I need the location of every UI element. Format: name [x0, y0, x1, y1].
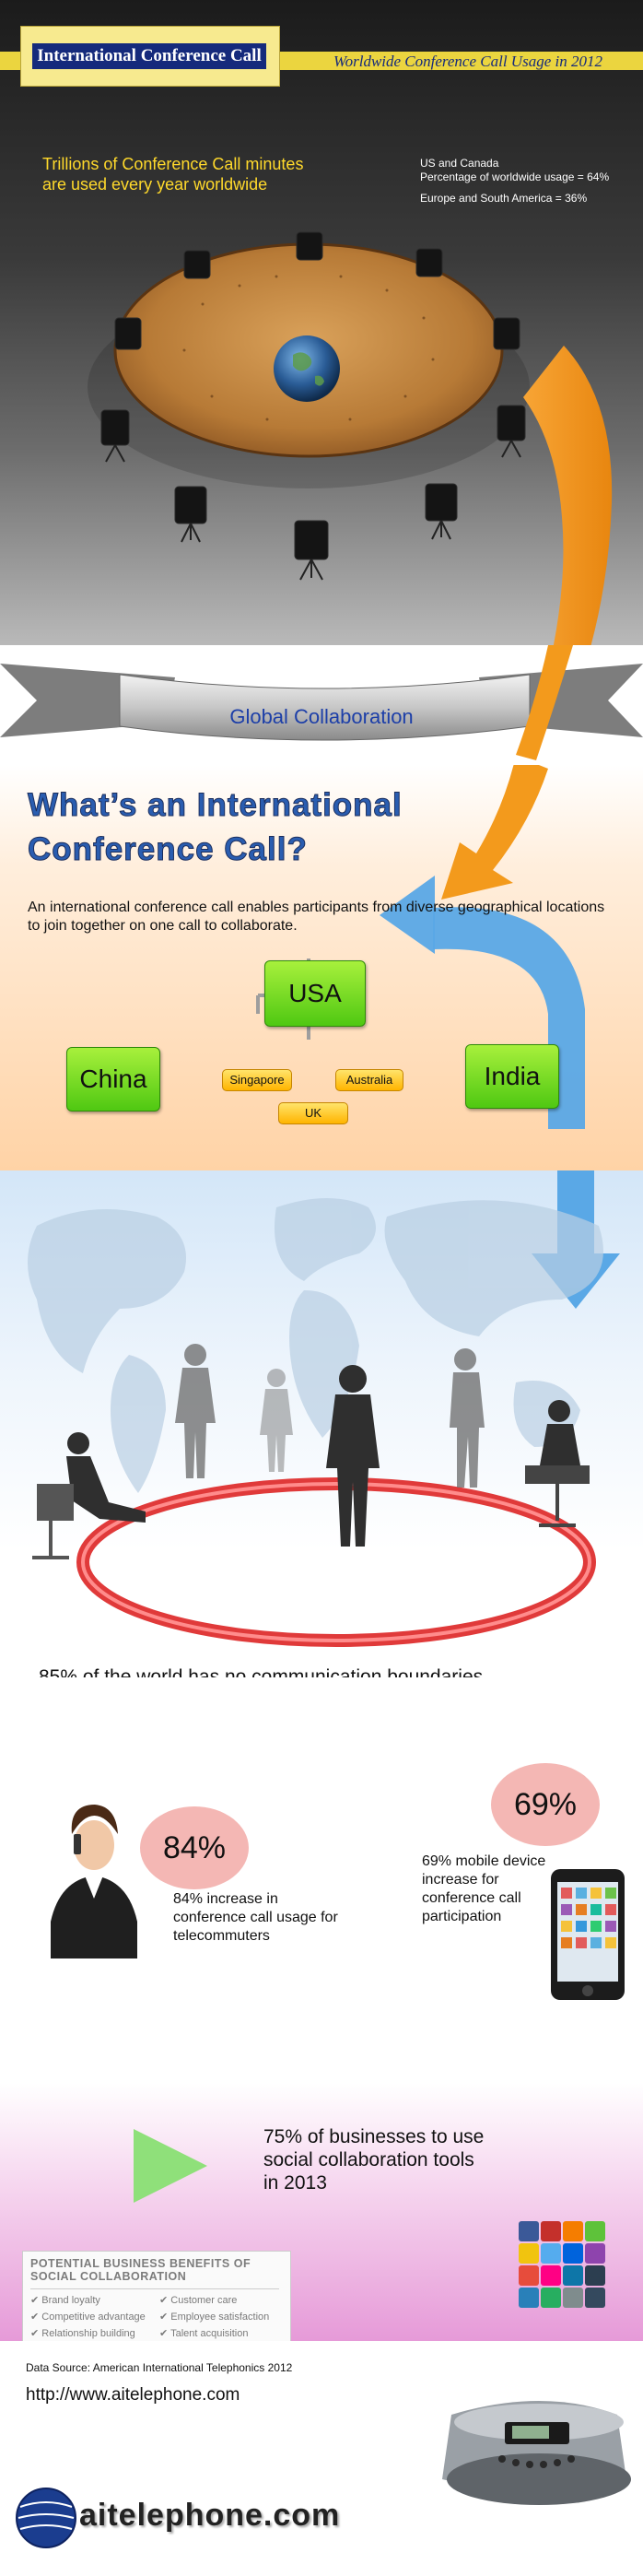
benefit-item: ✔ Customer care — [159, 2295, 238, 2306]
country-india: India — [465, 1044, 559, 1109]
what-heading-line-2: Conference Call? — [28, 831, 308, 868]
country-singapore: Singapore — [222, 1069, 292, 1091]
world-caption: 85% of the world has no communication bo… — [39, 1666, 484, 1677]
chair — [425, 483, 458, 522]
trillions-text: Trillions of Conference Call minutes are… — [42, 155, 304, 194]
chair — [296, 231, 323, 261]
usage-stats: US and Canada Percentage of worldwide us… — [420, 157, 641, 206]
logo-text: aitelephone.com — [79, 2498, 341, 2533]
website-link[interactable]: http://www.aitelephone.com — [26, 2385, 240, 2405]
chair — [497, 405, 526, 441]
orange-arrow-icon — [523, 346, 613, 645]
benefit-item: ✔ Talent acquisition — [159, 2328, 249, 2339]
world-section: 85% of the world has no communication bo… — [0, 1170, 643, 1677]
social-text: 75% of businesses to use social collabor… — [263, 2126, 485, 2194]
what-heading-line-1: What’s an International — [28, 787, 403, 824]
chair — [100, 409, 130, 446]
country-uk: UK — [278, 1102, 348, 1124]
conference-table-illustration — [88, 231, 613, 645]
businesswoman-photo — [51, 1805, 137, 1958]
what-description: An international conference call enables… — [28, 900, 605, 934]
orange-arrowhead-icon — [441, 765, 548, 900]
footer-section: Data Source: American International Tele… — [0, 2341, 643, 2576]
mobile-percent-bubble: 69% — [491, 1763, 600, 1846]
chair — [294, 520, 329, 560]
benefits-title: POTENTIAL BUSINESS BENEFITS OF SOCIAL CO… — [30, 2257, 251, 2283]
benefit-item: ✔ Brand loyalty — [30, 2295, 100, 2306]
country-australia: Australia — [335, 1069, 403, 1091]
country-china: China — [66, 1047, 160, 1112]
telecommuters-text: 84% increase in conference call usage fo… — [173, 1891, 338, 1944]
aitelephone-logo-icon — [16, 2488, 76, 2548]
social-media-icons — [519, 2221, 605, 2308]
page-subtitle: Worldwide Conference Call Usage in 2012 — [333, 53, 602, 70]
social-section: 75% of businesses to use social collabor… — [0, 2083, 643, 2341]
country-usa: USA — [264, 960, 366, 1027]
stats-section: 84% 84% increase in conference call usag… — [0, 1677, 643, 2092]
green-triangle-icon — [134, 2129, 207, 2203]
benefit-item: ✔ Employee satisfaction — [159, 2311, 270, 2323]
usage-line-3: Europe and South America = 36% — [420, 192, 588, 205]
chair — [493, 317, 520, 350]
smartphone-icon — [551, 1869, 625, 2000]
global-collaboration-ribbon: Global Collaboration — [0, 645, 643, 765]
usage-line-2: Percentage of worldwide usage = 64% — [420, 171, 610, 183]
chair — [174, 486, 207, 524]
chair — [183, 250, 211, 279]
header-section: International Conference Call Worldwide … — [0, 0, 643, 645]
telecommuters-percent-bubble: 84% — [140, 1806, 249, 1889]
data-source: Data Source: American International Tele… — [26, 2361, 293, 2374]
what-is-section: What’s an International Conference Call?… — [0, 765, 643, 1170]
chair — [114, 317, 142, 350]
benefit-item: ✔ Competitive advantage — [30, 2311, 146, 2323]
blue-arrow-icon — [433, 907, 585, 1129]
benefit-item: ✔ Relationship building — [30, 2328, 135, 2339]
chair — [415, 248, 443, 277]
page-title: International Conference Call — [32, 43, 266, 69]
conference-phone-icon — [442, 2401, 631, 2505]
businesswoman-silhouette — [326, 1394, 380, 1547]
usage-line-1: US and Canada — [420, 157, 499, 170]
world-map — [28, 1198, 603, 1493]
what-heading: What’s an International Conference Call? — [28, 783, 403, 872]
title-box: International Conference Call — [20, 26, 280, 87]
mobile-text: 69% mobile device increase for conferenc… — [422, 1853, 546, 1924]
ribbon-label: Global Collaboration — [229, 705, 414, 728]
benefits-card: POTENTIAL BUSINESS BENEFITS OF SOCIAL CO… — [22, 2251, 291, 2341]
